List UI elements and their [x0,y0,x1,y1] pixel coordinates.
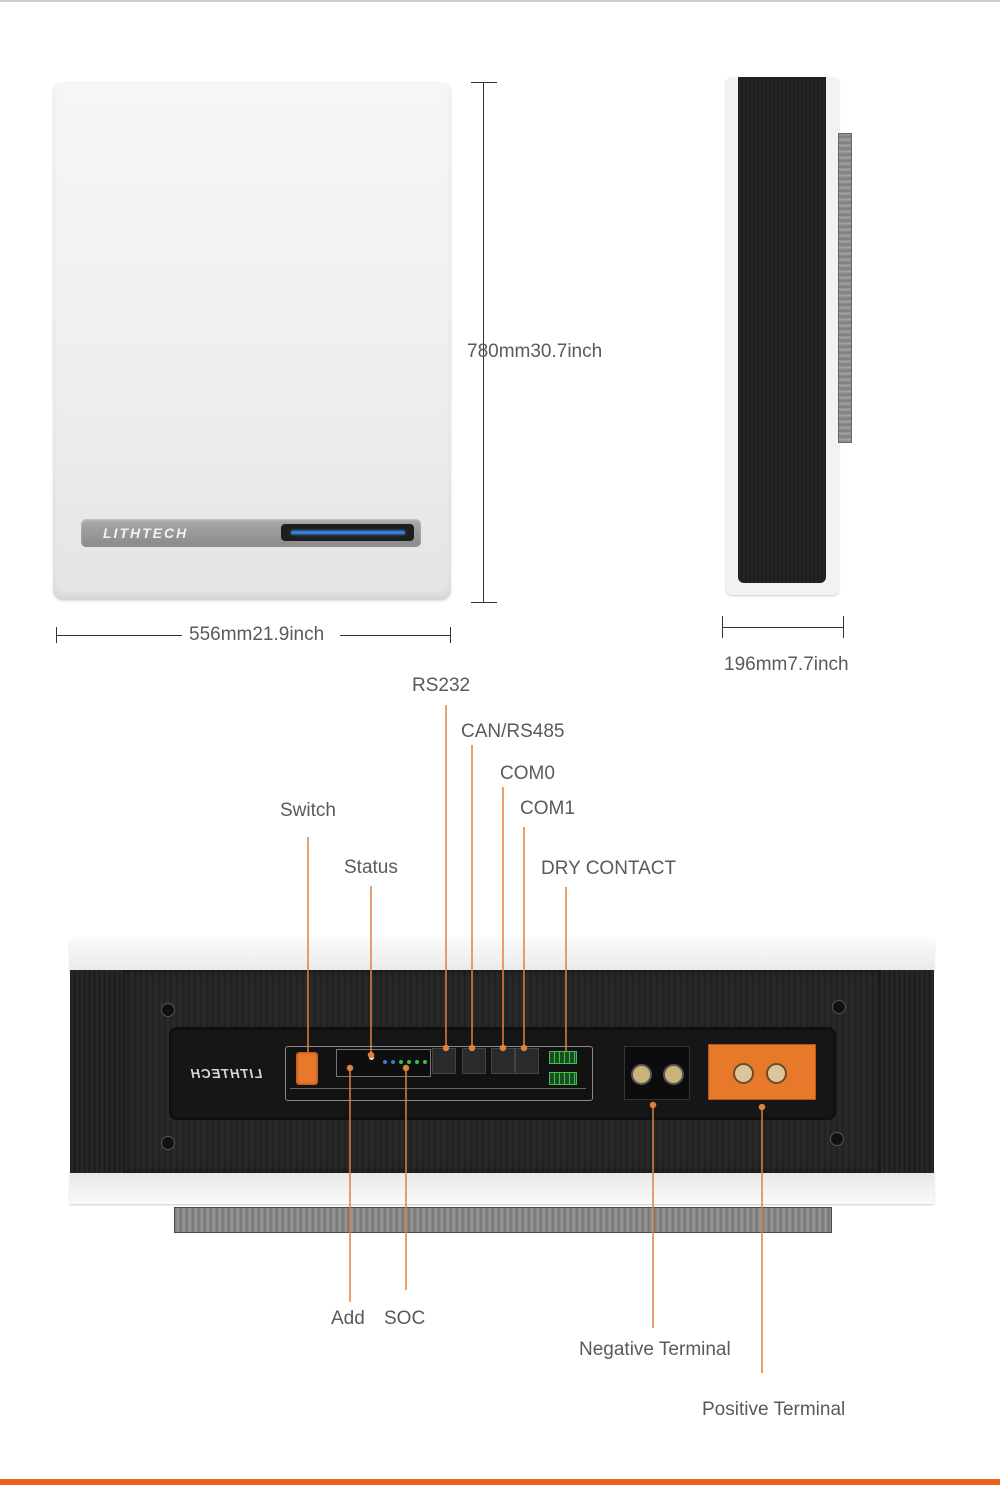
top-rule [0,0,1000,2]
dry-contact-label: DRY CONTACT [541,858,677,879]
port-silkscreen [290,1088,586,1089]
panel-bottom-cap [70,1170,934,1204]
panel-top-cap [70,938,934,972]
soc-led-icon [383,1060,387,1064]
width-dimension-label: 556mm21.9inch [189,624,325,645]
front-brand-strip: LITHTECH [81,519,421,547]
front-view-battery [53,82,451,600]
com0-label: COM0 [500,763,555,784]
height-dimension-line [483,82,484,603]
status-label: Status [344,857,398,878]
screw-icon [161,1136,175,1150]
depth-dimension-label: 196mm7.7inch [724,654,849,675]
width-dimension-cap-right [450,627,451,643]
screw-icon [161,1003,175,1017]
rs232-label: RS232 [412,675,471,696]
soc-led-icon [407,1060,411,1064]
soc-led-icon [391,1060,395,1064]
com1-label: COM1 [520,798,575,819]
can-rs485-label: CAN/RS485 [461,721,565,742]
add-label: Add [331,1308,365,1329]
dry-contact-terminal[interactable] [549,1051,577,1064]
front-brand-logo: LITHTECH [103,525,189,541]
soc-led-icon [423,1060,427,1064]
height-dimension-cap-bottom [471,602,497,603]
can-rs485-port[interactable] [462,1048,486,1074]
side-view-black-panel [738,77,826,583]
soc-label: SOC [384,1308,426,1329]
depth-dimension-cap-right [843,616,844,638]
screw-icon [830,1132,844,1146]
height-dimension-label: 780mm30.7inch [467,341,603,362]
com0-port[interactable] [491,1048,515,1074]
width-dimension-line-right [340,635,450,636]
power-switch[interactable] [296,1052,318,1085]
front-status-light-bar [281,524,414,541]
width-dimension-line-left [56,635,182,636]
bottom-accent-bar [0,1479,1000,1485]
soc-led-icon [399,1060,403,1064]
positive-terminal-label: Positive Terminal [702,1399,846,1420]
screw-icon [832,1000,846,1014]
side-view-wall-bracket [838,133,852,443]
depth-dimension-line [722,627,844,628]
positive-terminal[interactable] [708,1044,816,1100]
dry-contact-terminal[interactable] [549,1072,577,1085]
soc-led-icon [415,1060,419,1064]
height-dimension-cap-top [471,82,497,83]
switch-label: Switch [280,800,336,821]
negative-terminal[interactable] [624,1046,690,1100]
wall-mount-rail [174,1207,832,1233]
negative-terminal-label: Negative Terminal [579,1339,731,1360]
